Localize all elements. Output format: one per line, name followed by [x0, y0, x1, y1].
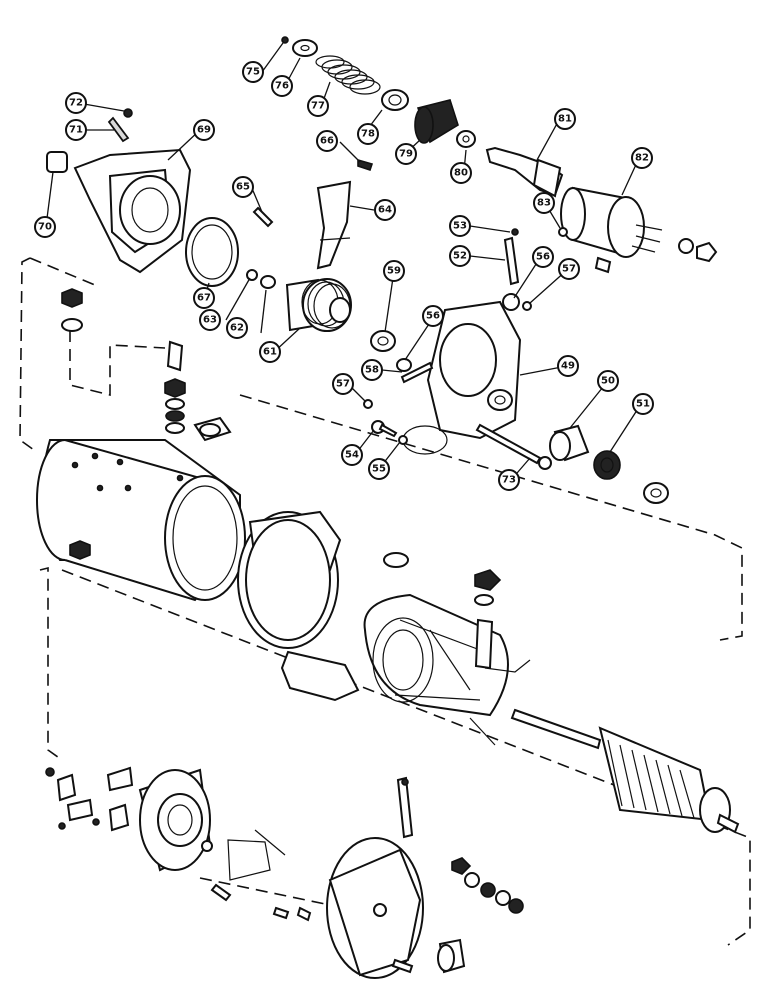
svg-text:67: 67 [197, 293, 211, 304]
svg-text:56: 56 [536, 252, 550, 263]
callout-77: 77 [307, 95, 329, 117]
callout-56-lower: 56 [422, 305, 444, 327]
callout-67: 67 [193, 287, 215, 309]
callout-53: 53 [449, 215, 471, 237]
callout-62: 62 [226, 317, 248, 339]
svg-text:52: 52 [453, 251, 467, 262]
svg-text:78: 78 [361, 129, 375, 140]
assembly-guide-lines [19, 257, 751, 946]
callout-66: 66 [316, 130, 338, 152]
svg-text:73: 73 [502, 475, 516, 486]
callout-54: 54 [341, 444, 363, 466]
callout-55: 55 [368, 458, 390, 480]
starter-drive [246, 269, 352, 332]
field-coils [280, 569, 531, 746]
callout-69: 69 [193, 119, 215, 141]
callouts: 75 76 77 78 79 80 81 82 83 72 71 69 70 6… [34, 61, 654, 491]
callout-57-lower: 57 [332, 373, 354, 395]
drive-housing [46, 108, 192, 274]
plunger-parts [281, 36, 476, 148]
svg-text:71: 71 [69, 125, 83, 136]
callout-80: 80 [450, 162, 472, 184]
svg-text:57: 57 [562, 264, 576, 275]
svg-text:57: 57 [336, 379, 350, 390]
callout-56-upper: 56 [532, 246, 554, 268]
callout-72: 72 [65, 92, 87, 114]
callout-50: 50 [597, 370, 619, 392]
svg-text:72: 72 [69, 98, 83, 109]
svg-text:82: 82 [635, 153, 649, 164]
callout-71: 71 [65, 119, 87, 141]
svg-text:83: 83 [537, 198, 551, 209]
callout-82: 82 [631, 147, 653, 169]
seal-ring [185, 217, 239, 287]
terminal-hardware [61, 288, 232, 442]
svg-text:77: 77 [311, 101, 325, 112]
svg-text:63: 63 [203, 315, 217, 326]
bushings [549, 424, 669, 504]
callout-78: 78 [357, 123, 379, 145]
svg-text:54: 54 [345, 450, 359, 461]
callout-57-upper: 57 [558, 258, 580, 280]
svg-text:65: 65 [236, 182, 250, 193]
commutator-end [45, 766, 312, 922]
callout-76: 76 [271, 75, 293, 97]
field-coil-band [237, 510, 409, 649]
callout-73: 73 [498, 469, 520, 491]
callout-58: 58 [361, 359, 383, 381]
svg-text:80: 80 [454, 168, 468, 179]
svg-text:79: 79 [399, 149, 413, 160]
svg-text:53: 53 [453, 221, 467, 232]
svg-text:81: 81 [558, 114, 572, 125]
svg-text:66: 66 [320, 136, 334, 147]
svg-text:56: 56 [426, 311, 440, 322]
end-plate [326, 776, 524, 979]
svg-text:70: 70 [38, 222, 52, 233]
callout-59: 59 [383, 260, 405, 282]
callout-64: 64 [374, 199, 396, 221]
callout-49: 49 [557, 355, 579, 377]
svg-text:58: 58 [365, 365, 379, 376]
svg-text:49: 49 [561, 361, 575, 372]
svg-text:62: 62 [230, 323, 244, 334]
svg-text:59: 59 [387, 266, 401, 277]
callout-63: 63 [199, 309, 221, 331]
svg-text:69: 69 [197, 125, 211, 136]
svg-text:76: 76 [275, 81, 289, 92]
callout-79: 79 [395, 143, 417, 165]
solenoid-assembly [485, 146, 718, 274]
callout-52: 52 [449, 245, 471, 267]
callout-65: 65 [232, 176, 254, 198]
svg-text:51: 51 [636, 399, 650, 410]
drive-end-frame [363, 300, 522, 455]
svg-text:75: 75 [246, 67, 260, 78]
callout-83: 83 [533, 192, 555, 214]
field-frame [36, 439, 246, 602]
callout-70: 70 [34, 216, 56, 238]
svg-text:61: 61 [263, 347, 277, 358]
callout-75: 75 [242, 61, 264, 83]
callout-81: 81 [554, 108, 576, 130]
svg-text:64: 64 [378, 205, 392, 216]
svg-text:50: 50 [601, 376, 615, 387]
callout-51: 51 [632, 393, 654, 415]
svg-text:55: 55 [372, 464, 386, 475]
bolts [371, 420, 552, 470]
shift-lever [252, 158, 374, 270]
armature [510, 708, 740, 834]
callout-61: 61 [259, 341, 281, 363]
pins-and-washers [502, 228, 532, 311]
